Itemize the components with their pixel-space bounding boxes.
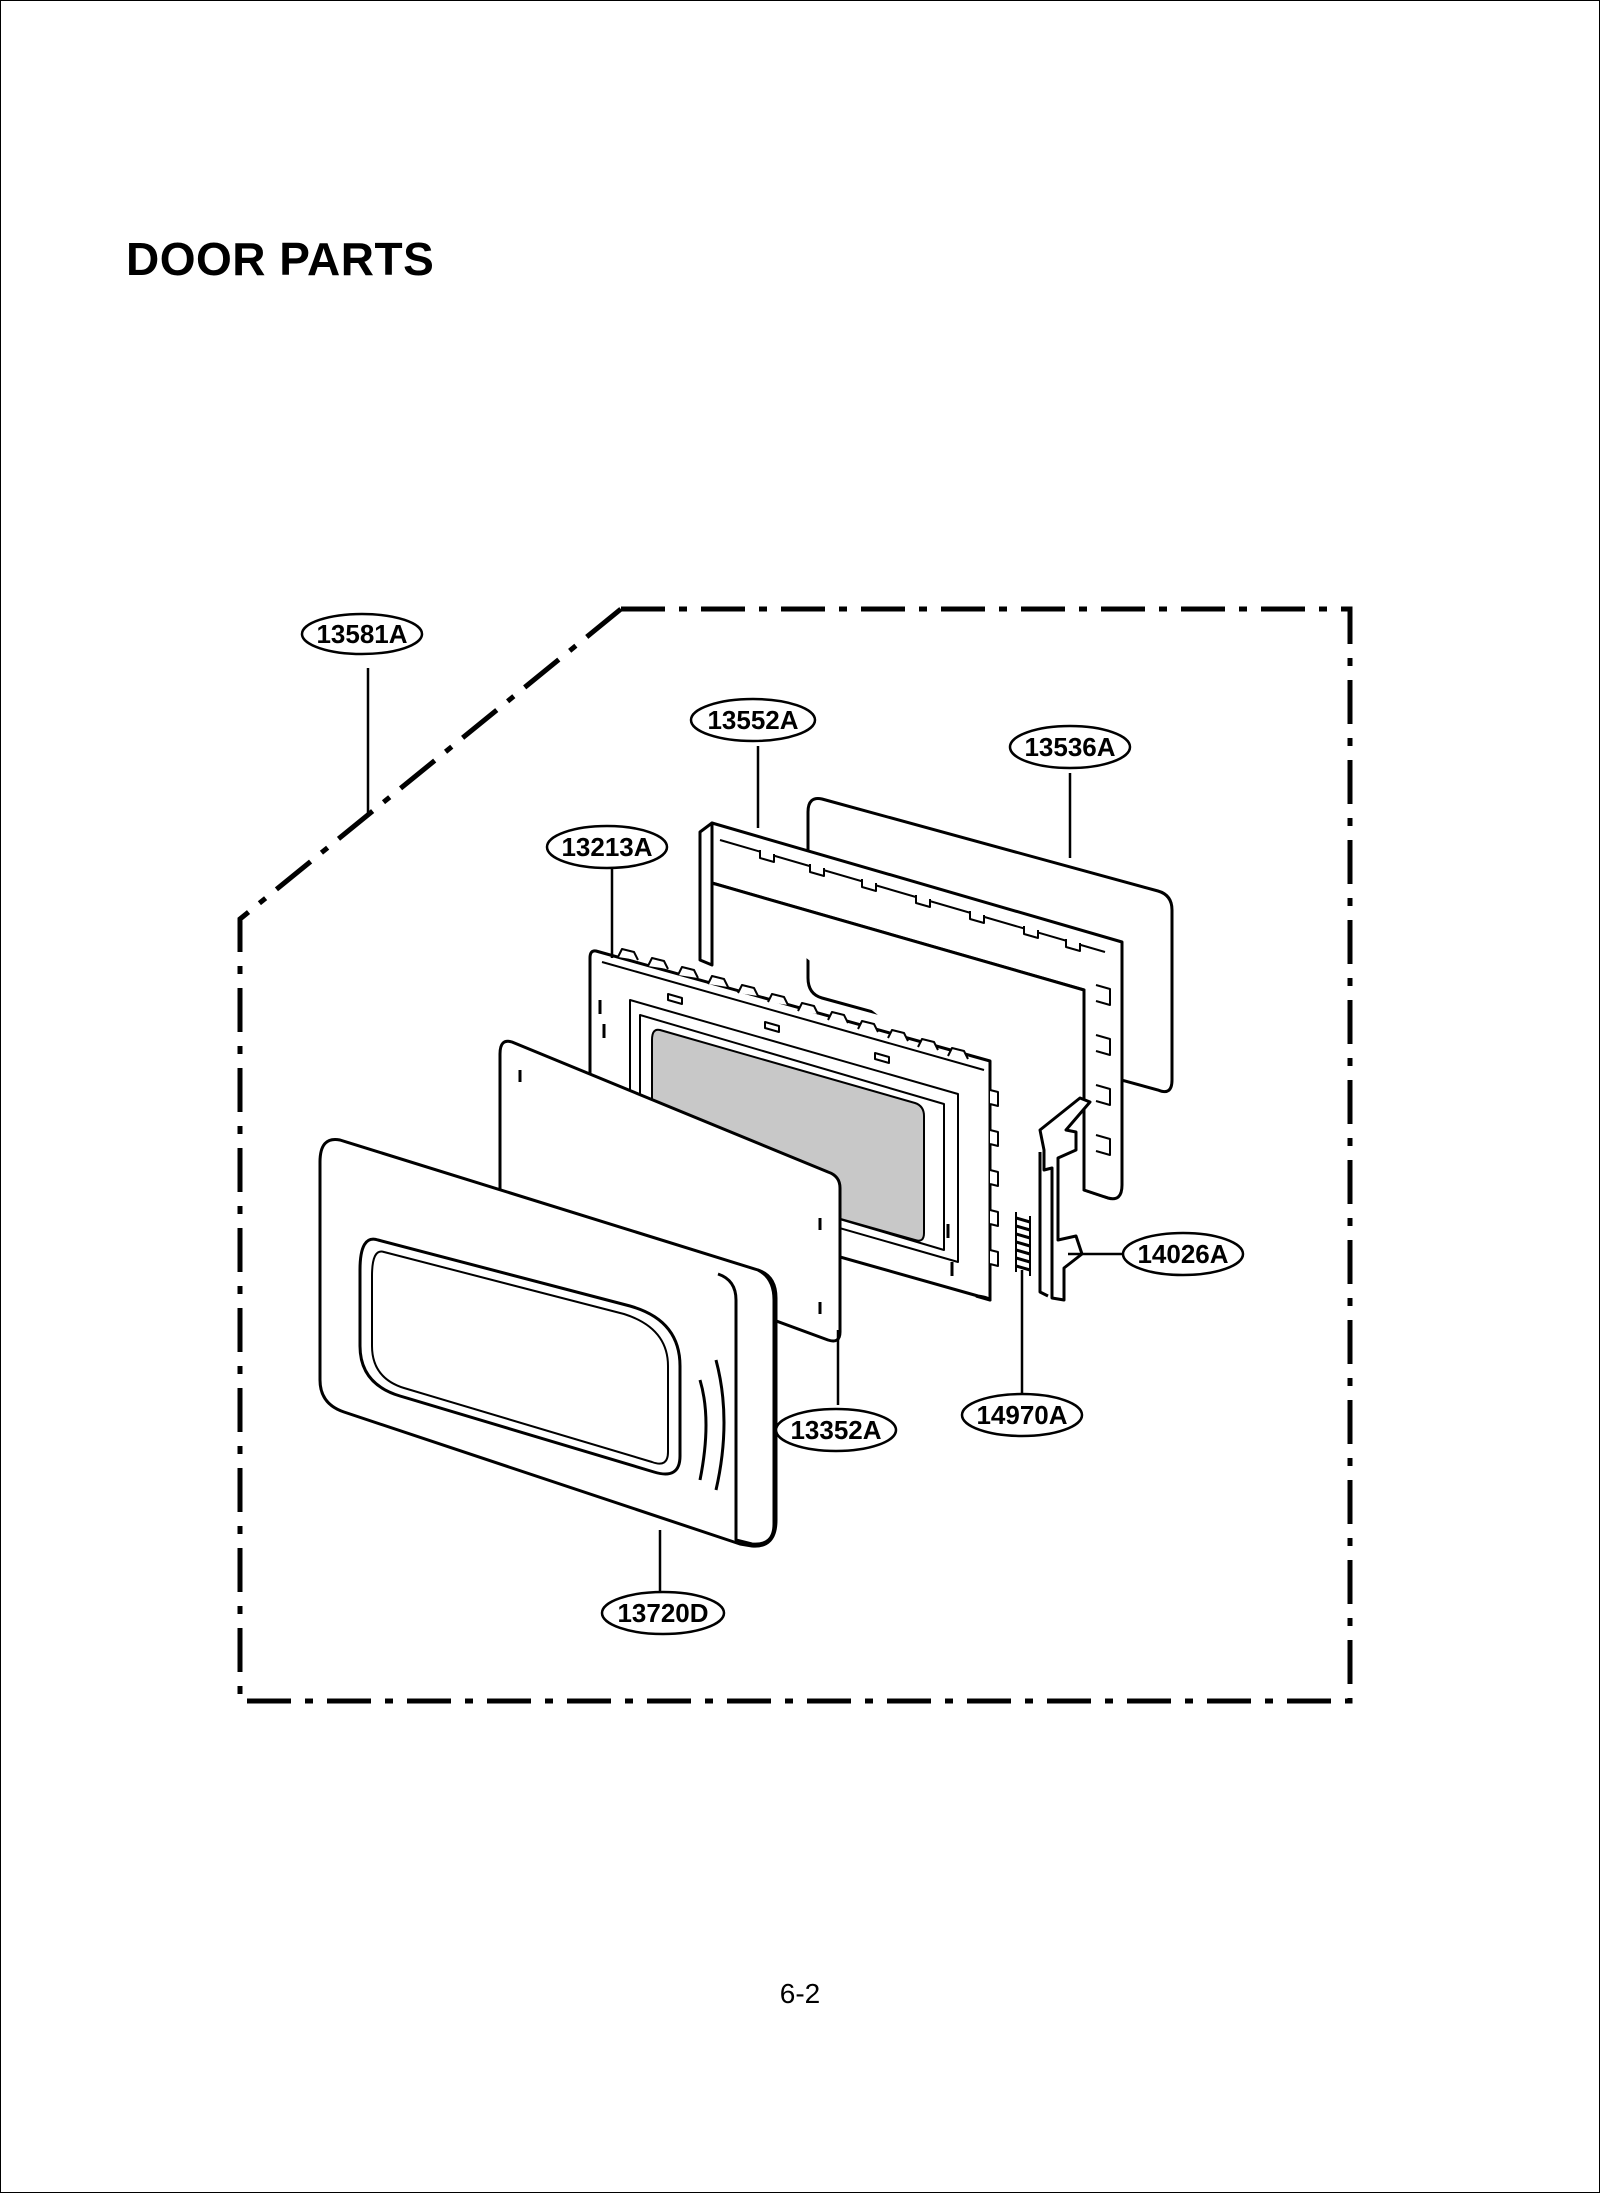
door-front-part	[318, 1137, 778, 1548]
assembly-boundary	[237, 606, 1353, 1704]
svg-text:13213A: 13213A	[561, 832, 652, 862]
svg-text:14970A: 14970A	[976, 1400, 1067, 1430]
svg-text:13581A: 13581A	[316, 619, 407, 649]
callout-13720D: 13720D	[600, 1590, 726, 1636]
door-screen-part	[498, 1039, 842, 1343]
callout-13352A: 13352A	[774, 1407, 898, 1453]
svg-text:13352A: 13352A	[790, 1415, 881, 1445]
callout-13581A: 13581A	[300, 612, 424, 656]
spring-part	[1015, 1212, 1031, 1276]
callout-13536A: 13536A	[1008, 724, 1132, 770]
leader-lines	[366, 668, 1124, 1592]
callout-13213A: 13213A	[545, 824, 669, 870]
callout-13552A: 13552A	[689, 697, 817, 743]
svg-text:14026A: 14026A	[1137, 1239, 1228, 1269]
svg-text:13536A: 13536A	[1024, 732, 1115, 762]
svg-text:13720D: 13720D	[617, 1598, 708, 1628]
callout-14970A: 14970A	[960, 1392, 1084, 1438]
page-title: DOOR PARTS	[126, 233, 435, 285]
svg-text:13552A: 13552A	[707, 705, 798, 735]
page-number: 6-2	[779, 1978, 821, 2009]
latch-part	[1038, 1096, 1092, 1302]
callout-14026A: 14026A	[1121, 1231, 1245, 1277]
